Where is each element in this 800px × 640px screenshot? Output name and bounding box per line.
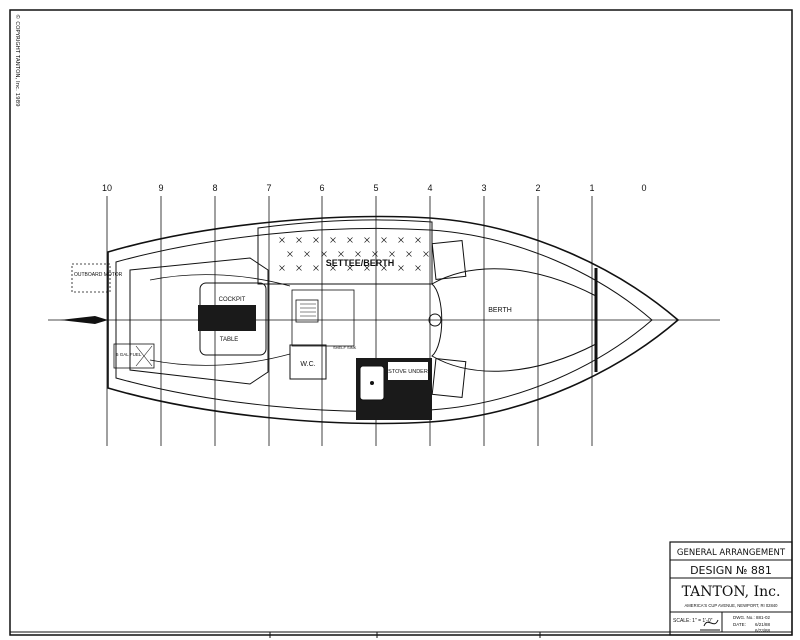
outboard-motor-label: OUTBOARD MOTOR (74, 272, 123, 278)
station-label-3: 3 (481, 183, 486, 193)
starboard-locker (431, 357, 467, 399)
cushion-tuft (415, 237, 421, 243)
companionway-ladder (295, 299, 319, 323)
cushion-tuft (338, 251, 344, 257)
station-label-2: 2 (535, 183, 540, 193)
cushion-tuft (347, 237, 353, 243)
cushion-tuft (296, 265, 302, 271)
v-berth (431, 268, 597, 372)
stove-label-bg (388, 362, 428, 380)
stove-under-label: STOVE UNDER (388, 369, 428, 375)
cockpit-seat-curve (149, 274, 291, 366)
station-label-0: 0 (641, 183, 646, 193)
cockpit-table (198, 305, 256, 331)
cushion-tuft (279, 265, 285, 271)
title-date-label: DATE: (733, 622, 746, 627)
cushion-tuft (330, 265, 336, 271)
settee-cushion-pattern (279, 237, 429, 271)
cushion-tuft (398, 237, 404, 243)
station-label-6: 6 (319, 183, 324, 193)
title-address: AMERICA'S CUP AVENUE, NEWPORT, RI 02840 (685, 603, 779, 608)
station-label-9: 9 (158, 183, 163, 193)
cushion-tuft (415, 265, 421, 271)
fuel-tank-label: 6 GAL FUEL (116, 352, 142, 357)
title-drawing-number: DWG. No.: 881-02 (733, 615, 771, 620)
cushion-tuft (406, 251, 412, 257)
cushion-tuft (330, 237, 336, 243)
cushion-tuft (364, 265, 370, 271)
cushion-tuft (347, 265, 353, 271)
title-company: TANTON, Inc. (682, 584, 781, 600)
cushion-tuft (398, 265, 404, 271)
settee-berth (257, 219, 433, 285)
cushion-tuft (287, 251, 293, 257)
cushion-tuft (279, 237, 285, 243)
title-date-2: 6/23/88 (755, 628, 771, 633)
cushion-tuft (313, 265, 319, 271)
station-label-8: 8 (212, 183, 217, 193)
wc-label: W.C. (300, 361, 315, 368)
port-locker (431, 239, 467, 281)
wc-compartment (289, 344, 327, 380)
station-label-10: 10 (102, 183, 112, 193)
cockpit-well (129, 257, 269, 385)
cockpit-label: COCKPIT (219, 297, 246, 303)
cushion-tuft (321, 251, 327, 257)
station-label-7: 7 (266, 183, 271, 193)
title-scale: SCALE: 1" = 1'-0" (673, 618, 713, 624)
settee-berth-label: SETTEE/BERTH (326, 258, 395, 268)
title-date-1: 6/21/88 (755, 622, 771, 627)
title-design-number: DESIGN № 881 (690, 564, 772, 577)
title-general-arrangement: GENERAL ARRANGEMENT (677, 548, 786, 558)
sheet-border (9, 9, 793, 636)
cushion-tuft (381, 265, 387, 271)
deck-line (115, 227, 653, 413)
station-label-5: 5 (373, 183, 378, 193)
cushion-tuft (423, 251, 429, 257)
cushion-tuft (389, 251, 395, 257)
copyright-note: © COPYRIGHT TANTON, Inc. 1989 (14, 14, 21, 107)
cushion-tuft (381, 237, 387, 243)
cushion-tuft (304, 251, 310, 257)
berth-label: BERTH (488, 307, 512, 314)
small-note: SHELF SINK (333, 345, 357, 350)
table-label: TABLE (220, 337, 239, 343)
companionway (291, 289, 355, 347)
cushion-tuft (364, 237, 370, 243)
cushion-tuft (372, 251, 378, 257)
signature-mark (700, 619, 720, 631)
station-label-4: 4 (427, 183, 432, 193)
rudder (60, 316, 108, 324)
title-block: GENERAL ARRANGEMENT DESIGN № 881 TANTON,… (669, 541, 793, 636)
outboard-motor-outline (71, 263, 111, 293)
hull-outline (107, 215, 680, 425)
station-label-1: 1 (589, 183, 594, 193)
fuel-tank (113, 343, 155, 369)
cushion-tuft (296, 237, 302, 243)
cushion-tuft (355, 251, 361, 257)
cushion-tuft (313, 237, 319, 243)
mast-step (428, 313, 442, 327)
